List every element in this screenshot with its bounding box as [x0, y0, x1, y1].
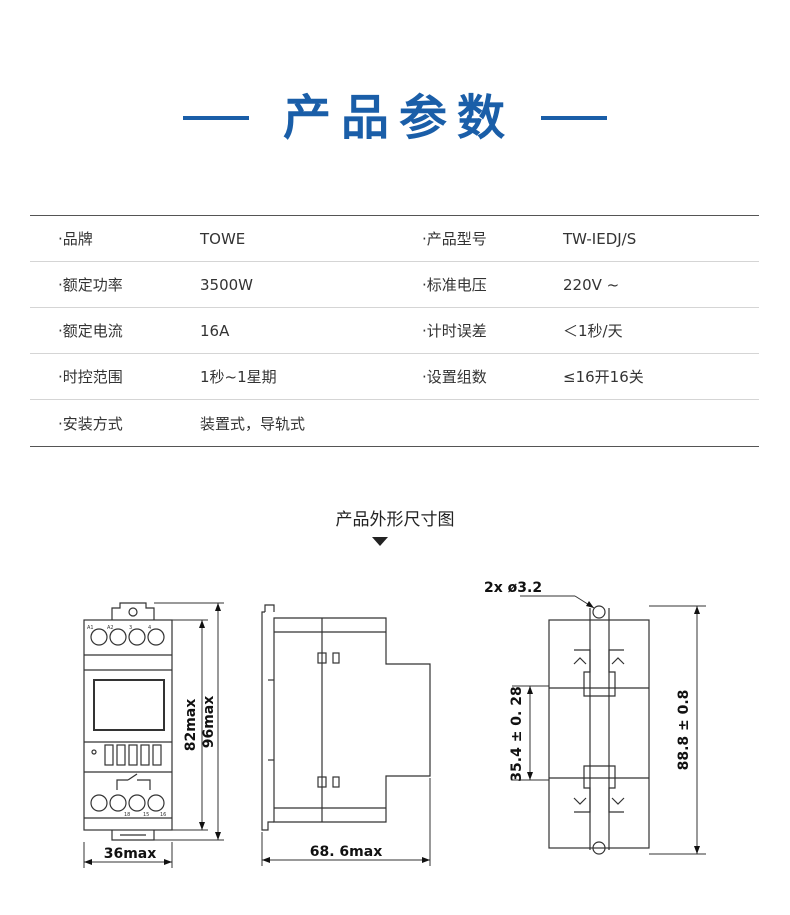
front-dimension-lines — [83, 602, 224, 868]
spec-label: ·额定功率 — [58, 276, 123, 294]
terminal-label: A2 — [107, 625, 114, 631]
page-title: 产品参数 — [282, 90, 515, 146]
down-arrow-icon — [372, 537, 388, 546]
terminal-label: 4 — [148, 625, 151, 631]
spec-value: 3500W — [200, 275, 254, 294]
terminal-label: 16 — [160, 812, 166, 818]
spec-label: ·安装方式 — [58, 414, 123, 433]
front-outer-height-label: 96max — [201, 696, 217, 749]
spec-label: ·标准电压 — [422, 276, 487, 294]
spec-value: ＜1秒/天 — [563, 322, 623, 340]
rail-height-label: 88.8 ± 0.8 — [676, 690, 692, 771]
dimension-caption: 产品外形尺寸图 — [335, 510, 455, 530]
spec-value: TW-IEDJ/S — [563, 229, 637, 248]
spec-value: 220V ~ — [563, 275, 620, 294]
spec-label: ·品牌 — [58, 230, 93, 248]
spec-value: 装置式，导轨式 — [200, 414, 306, 433]
spec-label: ·计时误差 — [422, 322, 487, 340]
front-width-label: 36max — [104, 846, 157, 862]
spec-label: ·时控范围 — [58, 368, 123, 386]
side-depth-label: 68. 6max — [310, 844, 382, 860]
spec-label: ·产品型号 — [422, 230, 487, 248]
title-dash-right — [541, 116, 607, 120]
terminal-label: 18 — [124, 812, 130, 818]
rail-spacing-label: 35.4 ± 0. 28 — [509, 686, 525, 781]
front-inner-height-label: 82max — [183, 699, 199, 752]
spec-table: ·品牌 TOWE ·产品型号 TW-IEDJ/S ·额定功率 3500W ·标准… — [30, 215, 759, 447]
hole-diameter-label: 2x ø3.2 — [484, 580, 542, 596]
terminal-label: 15 — [143, 812, 149, 818]
terminal-labels: A1 A2 3 4 18 15 16 — [87, 625, 166, 818]
spec-row: ·品牌 TOWE ·产品型号 TW-IEDJ/S — [30, 216, 759, 262]
terminal-label: 3 — [129, 625, 132, 631]
spec-row: ·时控范围 1秒~1星期 ·设置组数 ≤16开16关 — [30, 354, 759, 400]
spec-value: 1秒~1星期 — [200, 368, 277, 386]
section-title: 产品参数 — [0, 88, 790, 148]
side-view — [261, 604, 431, 831]
spec-row: ·安装方式 装置式，导轨式 — [30, 400, 759, 446]
spec-row: ·额定电流 16A ·计时误差 ＜1秒/天 — [30, 308, 759, 354]
spec-row: ·额定功率 3500W ·标准电压 220V ~ — [30, 262, 759, 308]
spec-value: ≤16开16关 — [563, 368, 644, 386]
spec-value: TOWE — [200, 229, 246, 248]
terminal-label: A1 — [87, 625, 94, 631]
spec-label: ·设置组数 — [422, 368, 487, 386]
side-dimension-lines — [261, 778, 431, 866]
front-view — [83, 602, 173, 841]
spec-value: 16A — [200, 321, 230, 340]
spec-label: ·额定电流 — [58, 322, 123, 340]
title-dash-left — [182, 116, 249, 120]
rail-view — [548, 605, 650, 855]
